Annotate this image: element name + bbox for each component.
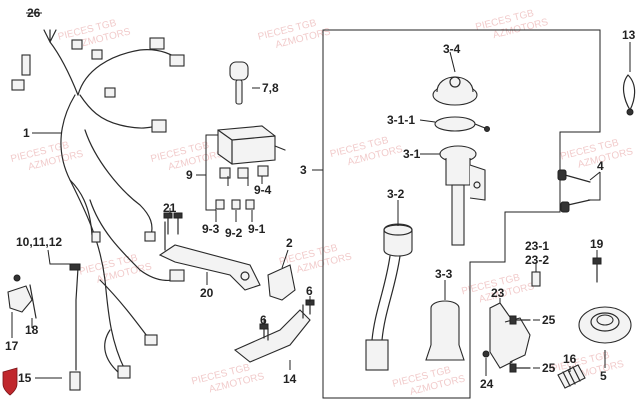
label-2: 2 — [286, 236, 293, 250]
filler-cap — [578, 306, 632, 344]
harness-connector — [104, 87, 116, 98]
label-16: 16 — [563, 352, 577, 366]
label-7-8: 7,8 — [262, 81, 279, 95]
bolt-pair — [557, 169, 591, 213]
label-10-11-12: 10,11,12 — [16, 235, 62, 249]
rubber-bushing — [557, 364, 586, 389]
label-5: 5 — [600, 369, 607, 383]
label-18: 18 — [25, 323, 39, 337]
label-3-1: 3-1 — [403, 147, 421, 161]
harness-connector — [151, 119, 167, 133]
label-19: 19 — [590, 237, 604, 251]
shield-logo-icon — [2, 367, 18, 396]
harness-connector — [71, 39, 83, 50]
label-9-3: 9-3 — [202, 222, 220, 236]
label-25-lower: 25 — [542, 361, 556, 375]
relay-block — [215, 125, 286, 210]
harness-connector — [91, 49, 103, 60]
ignition-switch — [439, 145, 486, 246]
ignition-assembly-outline — [322, 29, 601, 399]
harness-connector — [91, 231, 101, 243]
harness-connector — [117, 365, 131, 379]
label-23-1: 23-1 — [525, 239, 549, 253]
label-6-upper: 6 — [306, 284, 313, 298]
cable-tie — [69, 263, 81, 391]
leader-lines — [11, 12, 631, 379]
spacer — [531, 271, 541, 287]
harness-connector — [169, 54, 185, 67]
harness-connector — [169, 269, 185, 282]
part-number-labels: 26 1 7,8 9 9-4 9-3 9-2 9-1 21 10,11,12 1… — [5, 6, 636, 391]
fastener-screws — [163, 212, 531, 373]
lock-bracket — [482, 302, 531, 369]
lower-bracket — [233, 304, 311, 363]
label-9: 9 — [186, 168, 193, 182]
label-1: 1 — [23, 126, 30, 140]
key-blank — [229, 61, 249, 105]
harness-connector — [144, 231, 156, 242]
label-9-1: 9-1 — [248, 222, 266, 236]
label-9-2: 9-2 — [225, 226, 243, 240]
harness-connector — [149, 37, 165, 50]
label-23-2: 23-2 — [525, 253, 549, 267]
wire-clip — [622, 74, 636, 116]
harness-connector — [144, 334, 158, 346]
label-4: 4 — [597, 159, 604, 173]
mounting-bracket — [158, 221, 261, 291]
label-15: 15 — [18, 371, 32, 385]
label-23: 23 — [491, 286, 505, 300]
label-21: 21 — [163, 201, 177, 215]
label-6-lower: 6 — [260, 313, 267, 327]
seat-lock — [425, 300, 465, 361]
ignition-connector — [365, 223, 413, 371]
harness-connector — [21, 54, 31, 76]
label-9-4: 9-4 — [254, 183, 272, 197]
label-20: 20 — [200, 286, 214, 300]
label-24: 24 — [480, 377, 494, 391]
cable-clamp — [7, 274, 37, 319]
label-26: 26 — [27, 6, 41, 20]
label-3-1-1: 3-1-1 — [387, 113, 415, 127]
label-13: 13 — [622, 28, 636, 42]
ignition-seal — [434, 116, 490, 132]
label-3: 3 — [300, 163, 307, 177]
ignition-cap — [432, 76, 478, 106]
label-3-3: 3-3 — [435, 267, 453, 281]
wiring-harness — [11, 29, 185, 379]
harness-connector — [11, 79, 25, 91]
screw — [592, 257, 602, 283]
label-14: 14 — [283, 372, 297, 386]
label-17: 17 — [5, 339, 19, 353]
label-3-4: 3-4 — [443, 42, 461, 56]
label-25-upper: 25 — [542, 313, 556, 327]
side-bracket — [267, 264, 296, 301]
label-3-2: 3-2 — [387, 187, 405, 201]
